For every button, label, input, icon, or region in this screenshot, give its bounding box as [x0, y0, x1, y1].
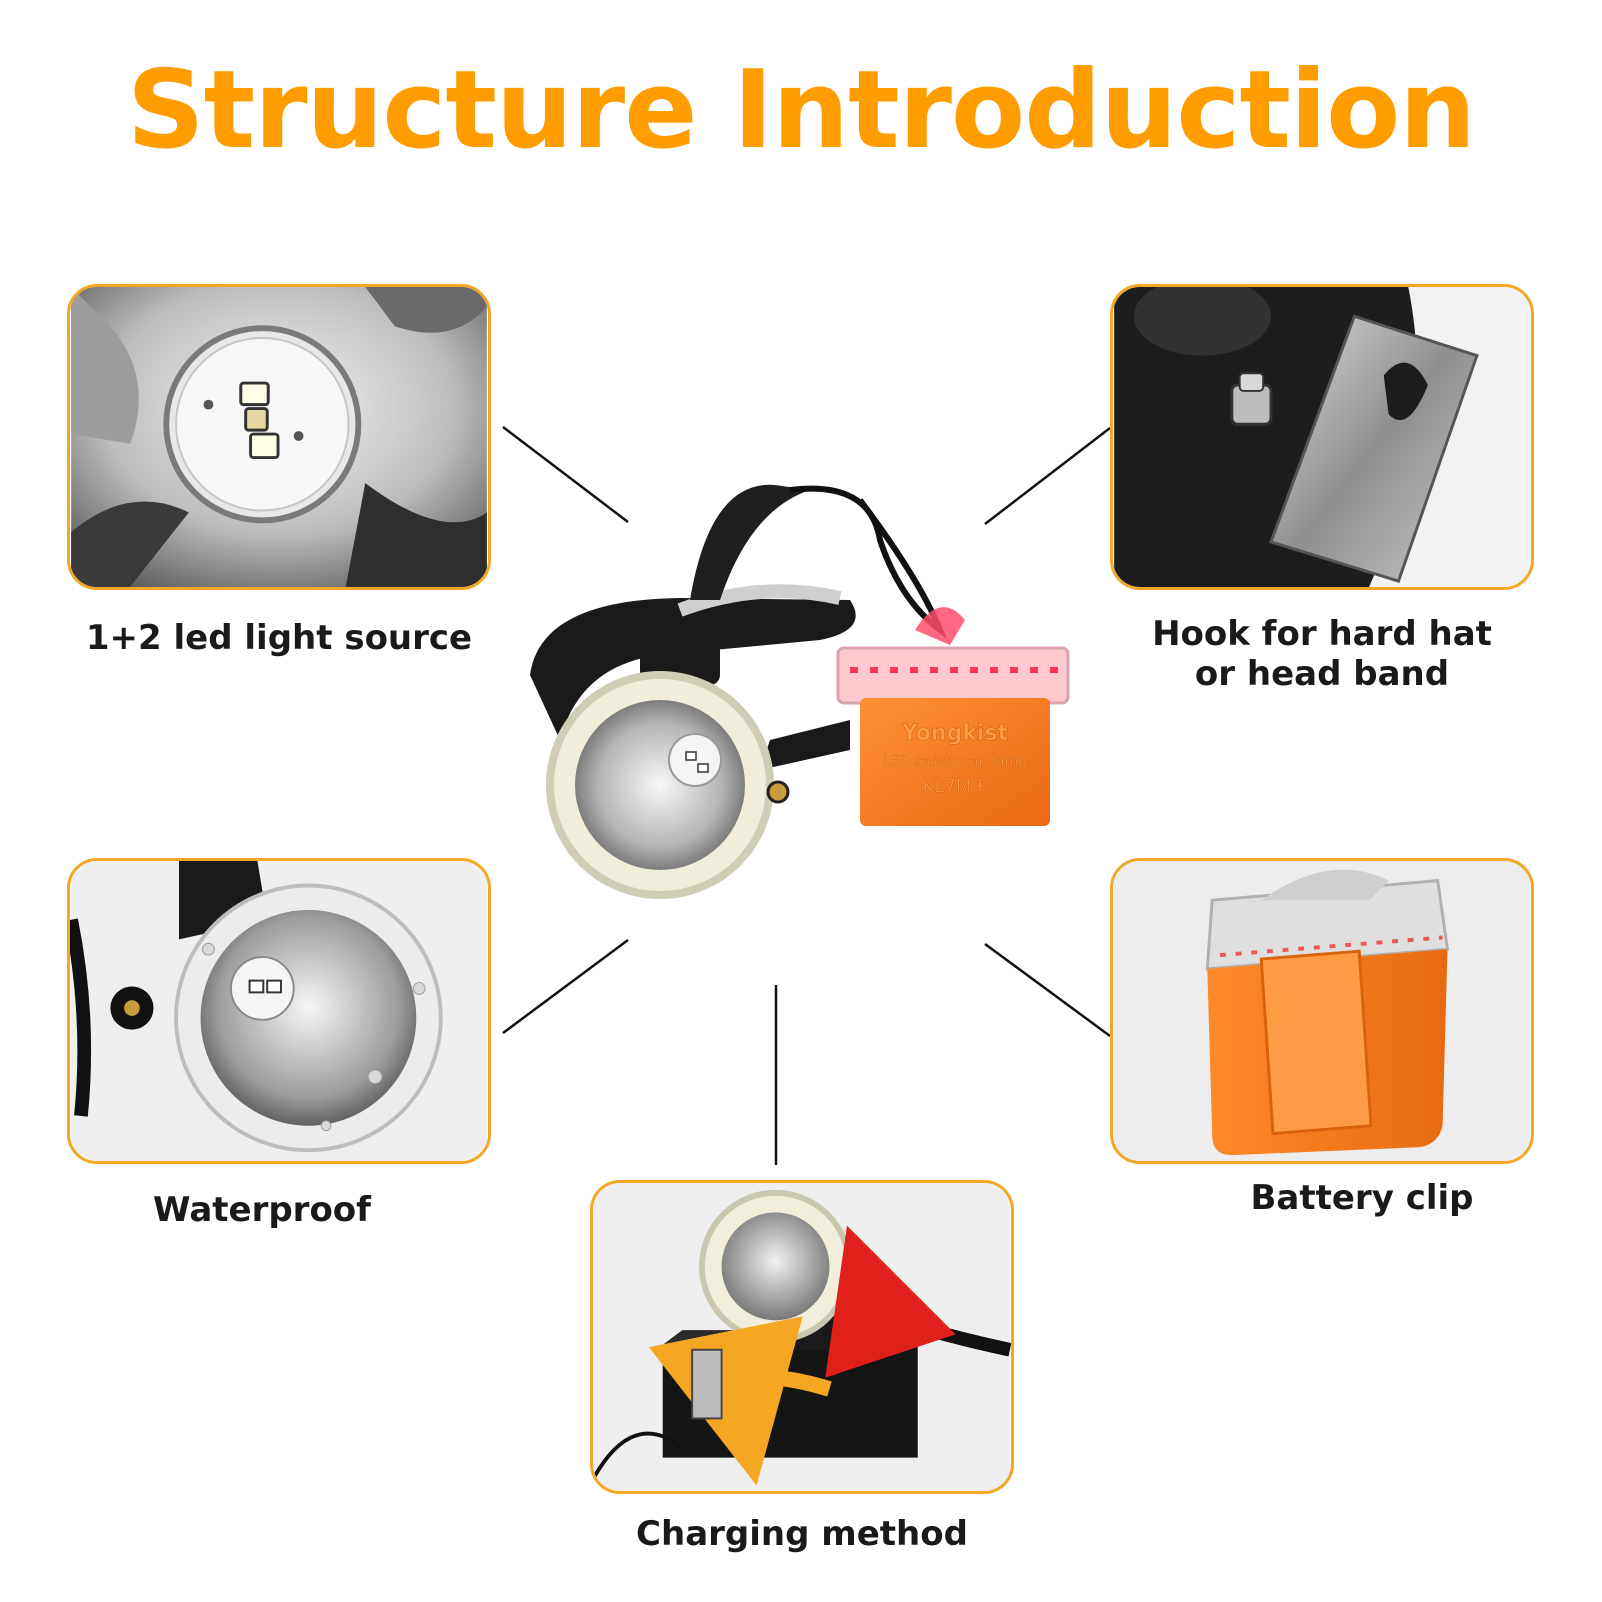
battery-body: [860, 698, 1050, 826]
caption-charging: Charging method: [636, 1514, 968, 1554]
hook-closeup-image: [1114, 287, 1530, 587]
page-title: Structure Introduction: [126, 48, 1476, 173]
panel-waterproof: [67, 858, 491, 1164]
caption-hook-line2: or head band: [1194, 654, 1450, 694]
panel-battery-clip: [1110, 858, 1534, 1164]
caption-waterproof: Waterproof: [153, 1190, 371, 1230]
panel-charging: [590, 1180, 1014, 1494]
caption-light-source: 1+2 led light source: [85, 618, 473, 658]
battery-top: [836, 646, 1070, 705]
caption-battery-clip: Battery clip: [1250, 1178, 1474, 1218]
charging-method-image: [593, 1183, 1011, 1491]
cable: [789, 485, 947, 639]
center-product-image: Yongkist LED safety cap lamp KL7M.F: [530, 484, 1070, 899]
battery-brand: Yongkist: [901, 721, 1009, 746]
panel-hook: [1110, 284, 1534, 590]
panel-light-source: [67, 284, 491, 590]
battery-label: LED safety cap lamp: [883, 754, 1027, 770]
connector-battery-clip: [984, 942, 1111, 1038]
caption-hook-line1: Hook for hard hat: [1152, 614, 1492, 654]
battery-model: KL7M.F: [923, 776, 988, 797]
waterproof-closeup-image: [70, 861, 487, 1161]
led-closeup-image: [71, 287, 487, 587]
headband-top: [690, 484, 810, 600]
battery-clip-image: [1114, 861, 1530, 1161]
connector-waterproof: [502, 938, 629, 1035]
caption-hook: Hook for hard hat or head band: [1110, 614, 1534, 694]
headband-strap: [530, 598, 856, 740]
